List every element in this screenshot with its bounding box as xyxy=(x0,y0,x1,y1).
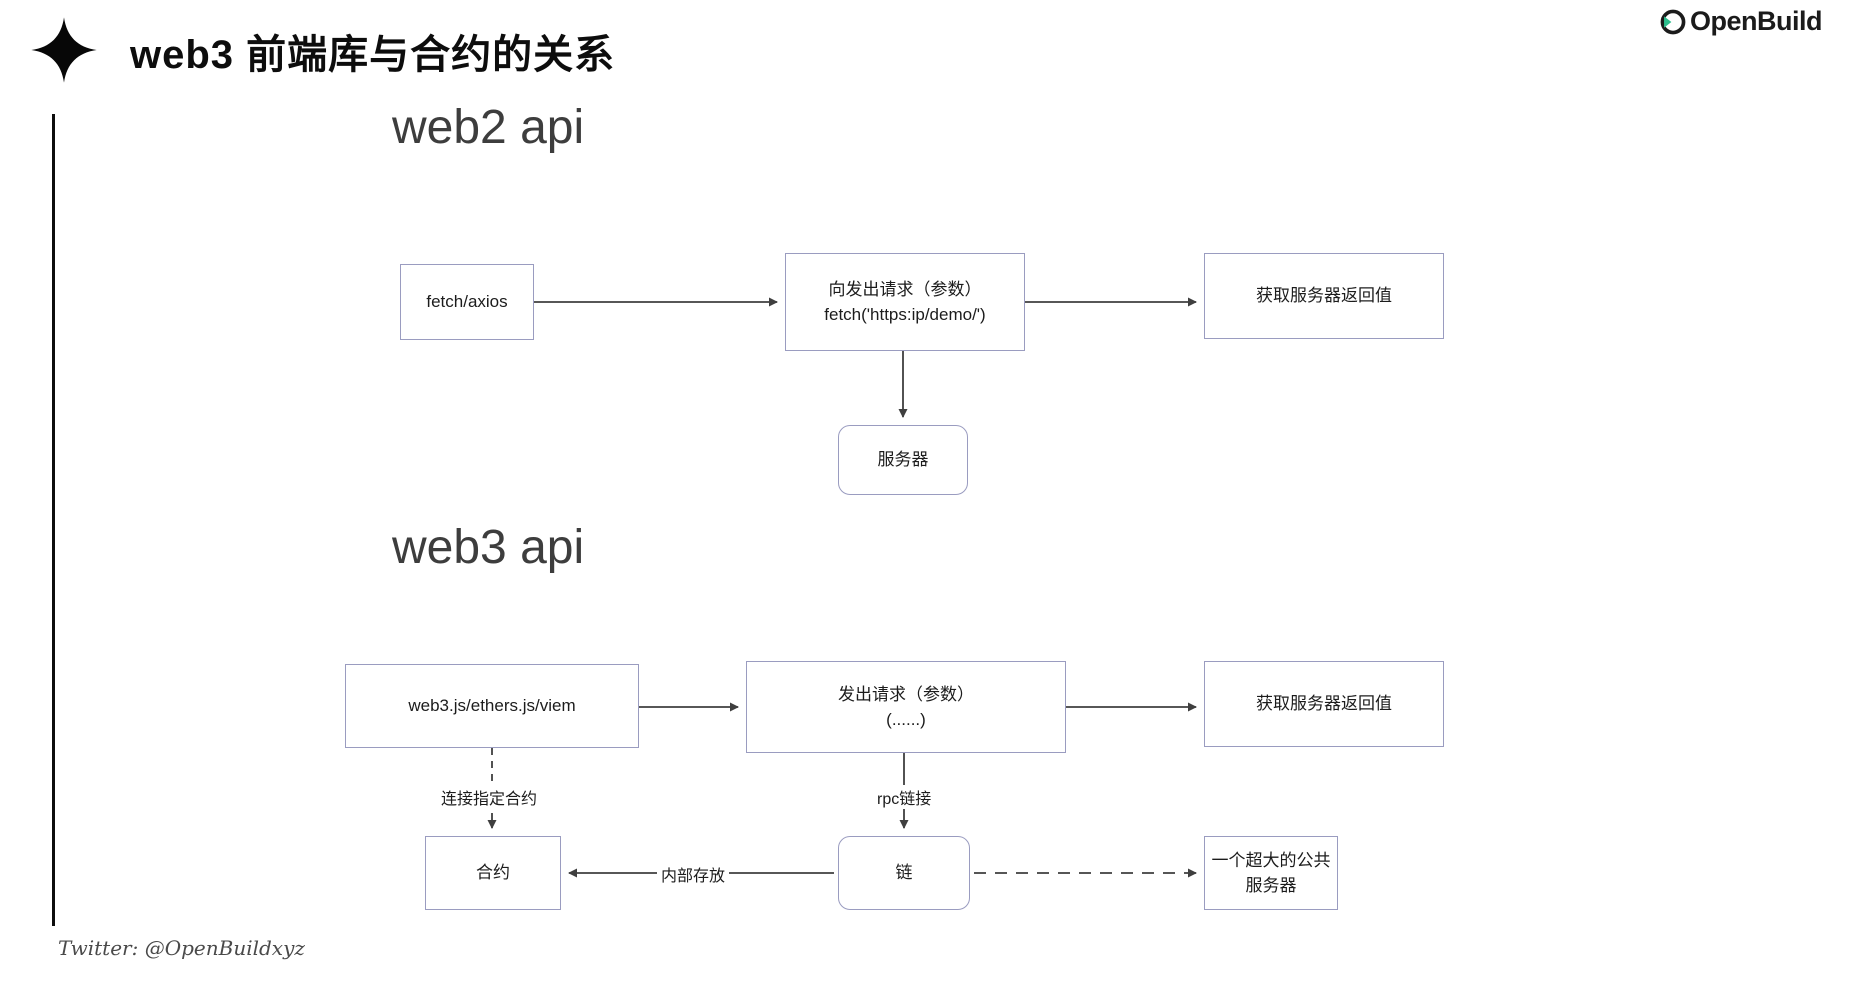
node-web3-send-request-line2: (......) xyxy=(886,710,926,729)
openbuild-mark-icon xyxy=(1660,9,1686,34)
node-server[interactable]: 服务器 xyxy=(838,425,968,495)
node-chain-line1: 链 xyxy=(895,863,913,883)
node-web3-libraries-line1: web3.js/ethers.js/viem xyxy=(408,696,576,716)
node-chain[interactable]: 链 xyxy=(838,836,970,910)
edge-label-rpc-link: rpc链接 xyxy=(873,785,936,809)
node-contract[interactable]: 合约 xyxy=(425,836,561,910)
node-web3-server-return-value-line1: 获取服务器返回值 xyxy=(1256,694,1392,714)
edge-label-internal-store: 内部存放 xyxy=(657,862,730,886)
node-contract-line1: 合约 xyxy=(476,863,510,883)
node-send-request[interactable]: 向发出请求（参数） fetch('https:ip/demo/') xyxy=(785,253,1025,351)
node-web3-libraries[interactable]: web3.js/ethers.js/viem xyxy=(345,664,639,748)
node-fetch-axios[interactable]: fetch/axios xyxy=(400,264,534,340)
node-send-request-line1: 向发出请求（参数） xyxy=(828,279,982,299)
footer-twitter-handle: Twitter: @OpenBuildxyz xyxy=(58,936,305,960)
page-title: web3 前端库与合约的关系 xyxy=(130,33,616,77)
left-vertical-rule xyxy=(52,114,55,926)
node-server-return-value[interactable]: 获取服务器返回值 xyxy=(1204,253,1444,339)
section-heading-web3: web3 api xyxy=(392,521,585,574)
node-public-server-line1: 一个超大的公共 xyxy=(1211,850,1331,870)
node-fetch-axios-line1: fetch/axios xyxy=(426,292,508,312)
edge-label-connect-contract: 连接指定合约 xyxy=(437,785,542,809)
node-web3-send-request-line1: 发出请求（参数） xyxy=(838,684,974,704)
brand-name: OpenBuild xyxy=(1690,6,1823,36)
brand-logo: OpenBuild xyxy=(1660,6,1823,37)
node-web3-send-request[interactable]: 发出请求（参数） (......) xyxy=(746,661,1066,753)
sparkle-icon xyxy=(31,17,97,83)
node-server-return-value-line1: 获取服务器返回值 xyxy=(1256,286,1392,306)
node-send-request-line2: fetch('https:ip/demo/') xyxy=(824,305,986,324)
node-web3-server-return-value[interactable]: 获取服务器返回值 xyxy=(1204,661,1444,747)
node-server-line1: 服务器 xyxy=(877,450,929,470)
node-public-server[interactable]: 一个超大的公共 服务器 xyxy=(1204,836,1338,910)
node-public-server-line2: 服务器 xyxy=(1245,876,1297,895)
section-heading-web2: web2 api xyxy=(392,101,585,154)
